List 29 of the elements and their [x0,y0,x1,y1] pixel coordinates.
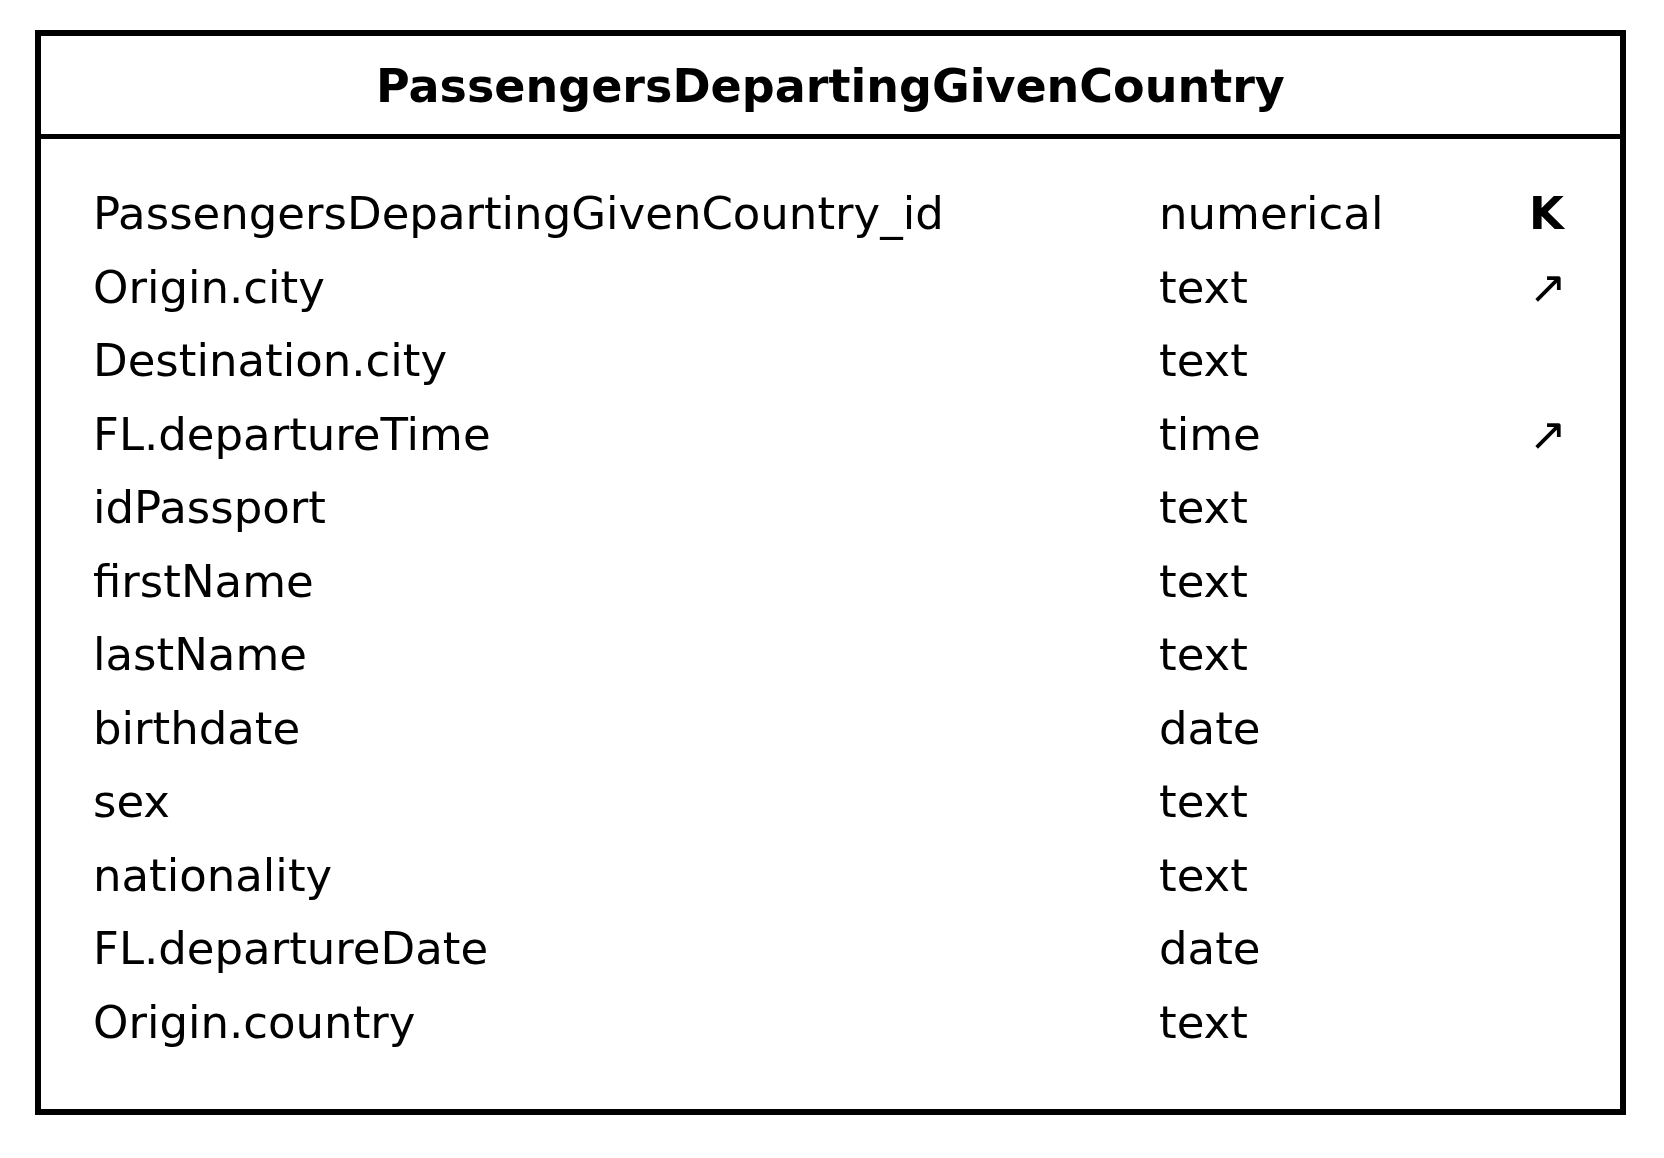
data-type: text [1159,554,1248,610]
key-marker: K [1529,186,1564,242]
attribute-name: sex [93,774,170,830]
data-type: date [1159,701,1261,757]
attribute-name: birthdate [93,701,301,757]
attribute-name: FL.departureDate [93,921,489,977]
attribute-name: lastName [93,627,307,683]
attribute-name: nationality [93,848,333,904]
attribute-name: Origin.city [93,260,325,316]
data-type: date [1159,921,1261,977]
attribute-name: Destination.city [93,333,448,389]
reference-arrow: ↗ [1529,407,1567,463]
entity-table [35,30,1626,1115]
data-type: numerical [1159,186,1384,242]
attribute-name: FL.departureTime [93,407,491,463]
data-type: text [1159,260,1248,316]
data-type: text [1159,995,1248,1051]
entity-title: PassengersDepartingGivenCountry [376,58,1285,114]
data-type: text [1159,627,1248,683]
attribute-name: firstName [93,554,314,610]
attribute-name: idPassport [93,480,326,536]
reference-arrow: ↗ [1529,260,1567,316]
data-type: text [1159,480,1248,536]
attribute-name: PassengersDepartingGivenCountry_id [93,186,944,242]
data-type: text [1159,848,1248,904]
attribute-name: Origin.country [93,995,416,1051]
data-type: text [1159,333,1248,389]
data-type: text [1159,774,1248,830]
data-type: time [1159,407,1261,463]
